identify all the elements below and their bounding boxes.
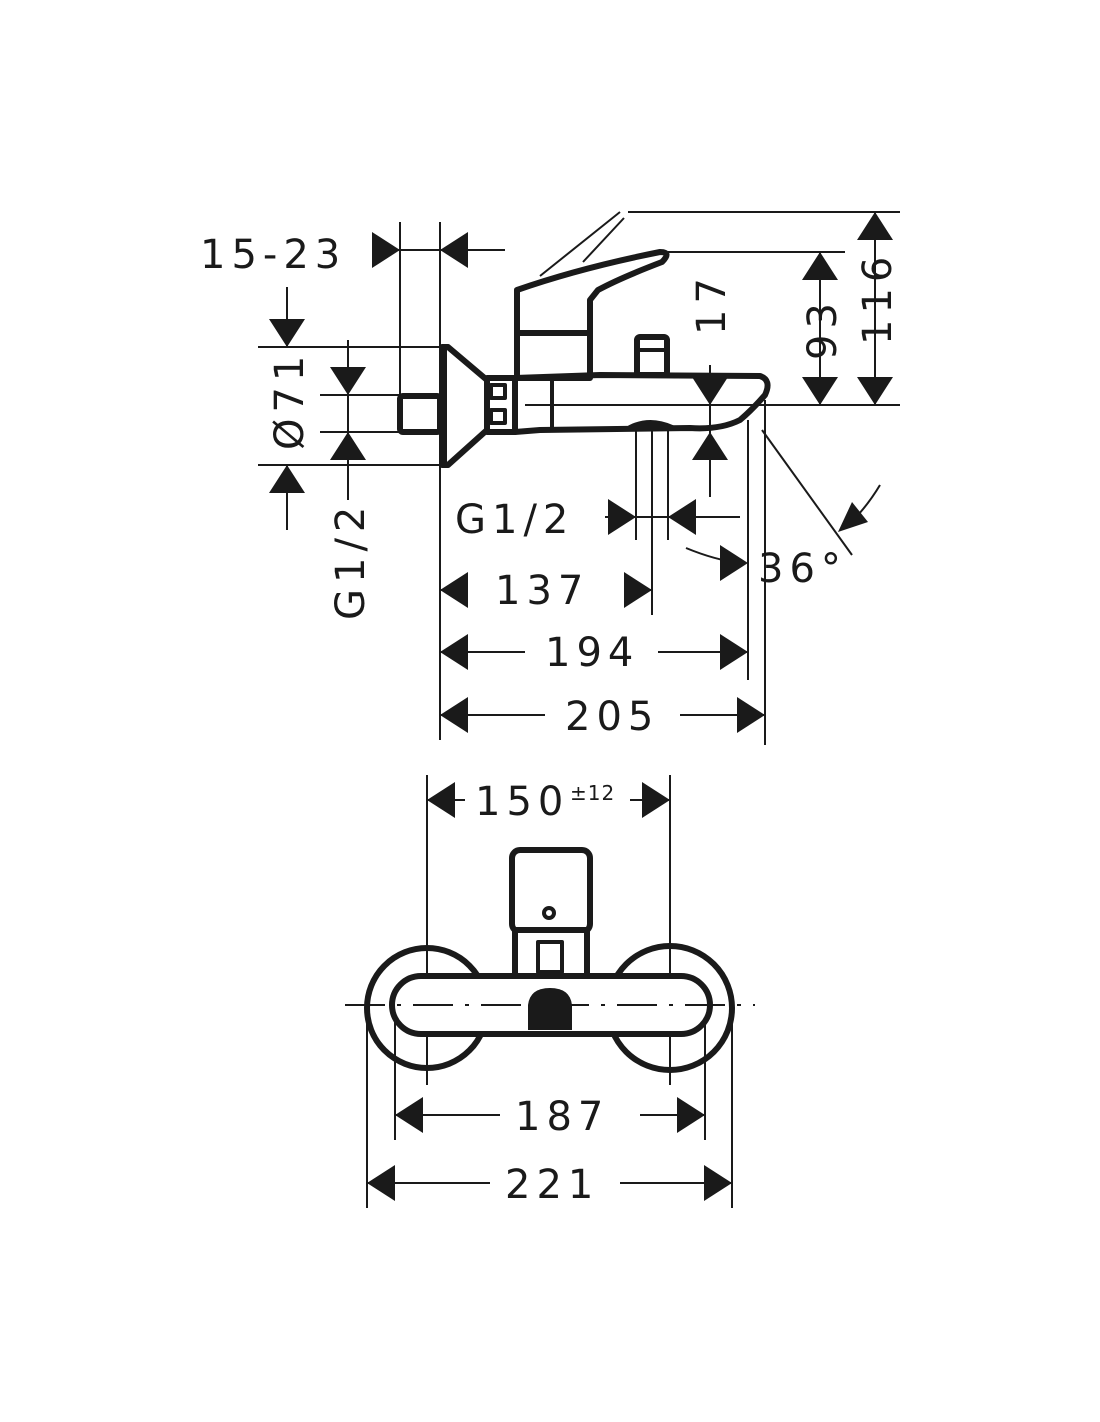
arrowhead — [857, 212, 893, 240]
arrowhead — [677, 1097, 705, 1133]
mixer-front-view — [345, 847, 755, 1073]
dim-rosette-inner: 187 — [515, 1094, 609, 1140]
dim-handle-height: 93 — [800, 297, 846, 360]
dim-outlet-thread: G1/2 — [455, 497, 574, 543]
arrowhead — [857, 377, 893, 405]
arrowhead — [427, 782, 455, 818]
arrowhead — [704, 1165, 732, 1201]
angle-arrowhead — [838, 502, 868, 532]
arrowhead — [440, 634, 468, 670]
arrowhead — [608, 499, 636, 535]
dim-spout-height: 17 — [689, 272, 735, 335]
dim-spout-angle: 36° — [758, 546, 847, 592]
dim-outlet-distance: 137 — [495, 568, 589, 614]
dim-centers: 150 — [475, 779, 569, 825]
dim-spout-reach: 194 — [545, 630, 639, 676]
dimension-arrows — [269, 212, 893, 1201]
dimension-labels: 15-23 Ø71 G1/2 17 93 116 G1/2 36° 137 19… — [200, 232, 901, 1208]
arrowhead — [440, 232, 468, 268]
dim-inlet-thread: G1/2 — [328, 501, 374, 620]
dim-lever-height: 116 — [855, 251, 901, 345]
arrowhead — [269, 465, 305, 493]
dim-total-depth: 205 — [565, 694, 659, 740]
dim-centers-tolerance: ±12 — [570, 781, 615, 805]
arrowhead — [692, 377, 728, 405]
arrowhead — [692, 432, 728, 460]
arrowhead — [269, 319, 305, 347]
dim-overall-width: 221 — [505, 1162, 599, 1208]
arrowhead — [330, 432, 366, 460]
arrowhead — [737, 697, 765, 733]
arrowhead — [802, 252, 838, 280]
arrowhead — [367, 1165, 395, 1201]
arrowhead — [395, 1097, 423, 1133]
mixer-side-view — [397, 211, 771, 468]
arrowhead — [440, 697, 468, 733]
dim-rosette-diameter: Ø71 — [267, 350, 313, 450]
arrowhead — [802, 377, 838, 405]
arrowhead — [720, 545, 748, 581]
arrowhead — [372, 232, 400, 268]
arrowhead — [624, 572, 652, 608]
arrowhead — [720, 634, 748, 670]
dim-wall-depth: 15-23 — [200, 232, 346, 278]
arrowhead — [642, 782, 670, 818]
arrowhead — [668, 499, 696, 535]
arrowhead — [330, 367, 366, 395]
arrowhead — [440, 572, 468, 608]
